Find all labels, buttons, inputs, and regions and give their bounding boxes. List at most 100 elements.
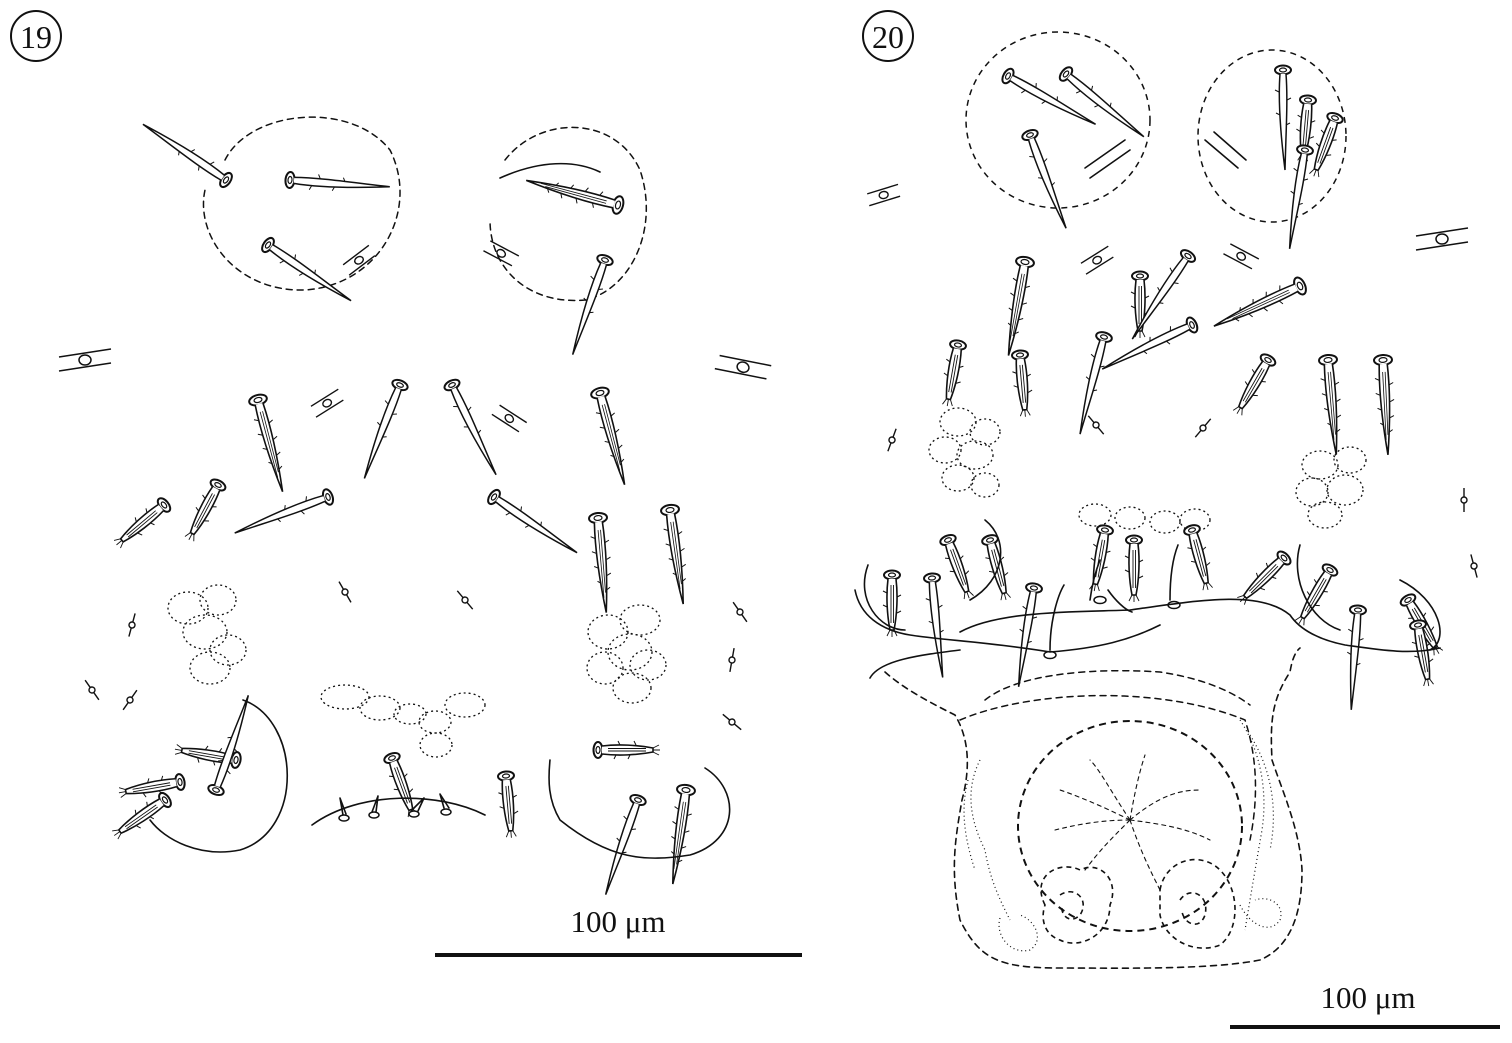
seta xyxy=(230,486,336,540)
panel-19-scale-label: 100 μm xyxy=(571,904,666,939)
seta xyxy=(659,502,694,607)
seta xyxy=(1407,618,1439,689)
panel-19: 19 xyxy=(10,10,802,957)
seta xyxy=(381,749,423,821)
sclerite-line xyxy=(311,797,486,826)
seta xyxy=(495,769,522,840)
gland-cluster xyxy=(320,684,486,758)
sclerite-line xyxy=(869,598,1441,679)
seta xyxy=(247,391,293,496)
seta xyxy=(1228,350,1280,420)
pore xyxy=(714,347,772,388)
seta xyxy=(998,254,1036,359)
seta xyxy=(258,234,356,310)
pore xyxy=(482,236,520,270)
seta xyxy=(1009,348,1036,419)
seta xyxy=(1084,523,1116,594)
dashed-outline-left xyxy=(202,116,401,291)
lyrifissure xyxy=(720,711,744,733)
sclerite-line xyxy=(854,589,1161,653)
lyrifissure xyxy=(729,599,751,625)
panel-19-number-circle xyxy=(10,10,62,62)
lyrifissure xyxy=(335,579,355,605)
gland-cluster xyxy=(586,604,667,704)
pore xyxy=(1078,245,1116,275)
spine xyxy=(408,797,425,818)
lyrifissure xyxy=(454,588,476,612)
pore xyxy=(865,183,902,207)
seta xyxy=(1290,560,1342,630)
seta xyxy=(179,475,230,545)
panel-20-scale-label: 100 μm xyxy=(1321,980,1416,1015)
seta xyxy=(1096,314,1201,376)
lyrifissure xyxy=(1085,413,1107,437)
seta xyxy=(1274,64,1292,171)
seta xyxy=(1181,522,1218,594)
lyrifissure xyxy=(1460,487,1468,513)
seta xyxy=(116,771,187,803)
seta xyxy=(1124,534,1144,603)
seta xyxy=(587,511,617,615)
seta xyxy=(522,170,627,216)
lyrifissure xyxy=(119,687,141,713)
pore xyxy=(308,388,346,418)
pore xyxy=(1415,227,1469,251)
seta xyxy=(109,494,175,553)
gland-cluster xyxy=(928,407,1001,498)
seta xyxy=(499,162,601,179)
panel-20-number-circle xyxy=(862,10,914,62)
panel-20-number: 20 xyxy=(872,19,904,55)
seta xyxy=(205,692,259,798)
panel-20: 20 xyxy=(854,10,1500,1029)
stippled-margin xyxy=(963,719,1282,952)
dashed-outline-left xyxy=(965,31,1151,209)
spine xyxy=(1049,544,1179,651)
seta xyxy=(354,376,411,482)
seta xyxy=(999,65,1100,134)
sclerite-line xyxy=(1296,544,1441,651)
dashed-outline-right xyxy=(1197,49,1347,223)
muscle-scar xyxy=(1204,131,1247,169)
sclerite-line xyxy=(548,759,731,859)
seta xyxy=(562,252,616,358)
seta xyxy=(589,384,635,489)
panel-19-number: 19 xyxy=(20,19,52,55)
seta xyxy=(484,486,582,562)
sclerite-line xyxy=(863,519,1002,631)
genital-sclerite xyxy=(1040,858,1236,949)
pore xyxy=(1222,239,1260,273)
seta xyxy=(108,789,175,844)
genital-inner xyxy=(984,669,1251,706)
genital-plate xyxy=(1017,720,1243,932)
lyrifissure xyxy=(81,677,103,703)
spine xyxy=(368,795,380,819)
sclerite-line xyxy=(149,699,289,853)
seta xyxy=(1372,353,1398,457)
seta xyxy=(937,531,979,603)
seta xyxy=(1317,353,1347,457)
seta xyxy=(1209,274,1310,336)
muscle-scar xyxy=(1084,139,1131,179)
dashed-outline-right xyxy=(489,126,648,302)
spine-base xyxy=(1093,595,1107,605)
lyrifissure xyxy=(125,611,139,639)
gland-cluster xyxy=(1295,446,1367,529)
seta xyxy=(1340,603,1368,712)
spine xyxy=(439,793,452,816)
lyrifissure xyxy=(1467,552,1481,580)
genital-outline xyxy=(884,647,1303,969)
seta xyxy=(138,115,236,191)
lyrifissure xyxy=(1192,416,1214,440)
seta xyxy=(283,170,392,198)
seta xyxy=(1056,63,1149,146)
seta xyxy=(1019,127,1073,233)
genital-inner xyxy=(959,694,1257,841)
seta xyxy=(662,782,697,887)
lyrifissure xyxy=(726,646,738,674)
genital-radiating-lines xyxy=(1054,754,1211,891)
seta xyxy=(441,376,503,481)
seta xyxy=(922,571,950,680)
seta xyxy=(937,338,969,409)
pore xyxy=(58,348,112,372)
